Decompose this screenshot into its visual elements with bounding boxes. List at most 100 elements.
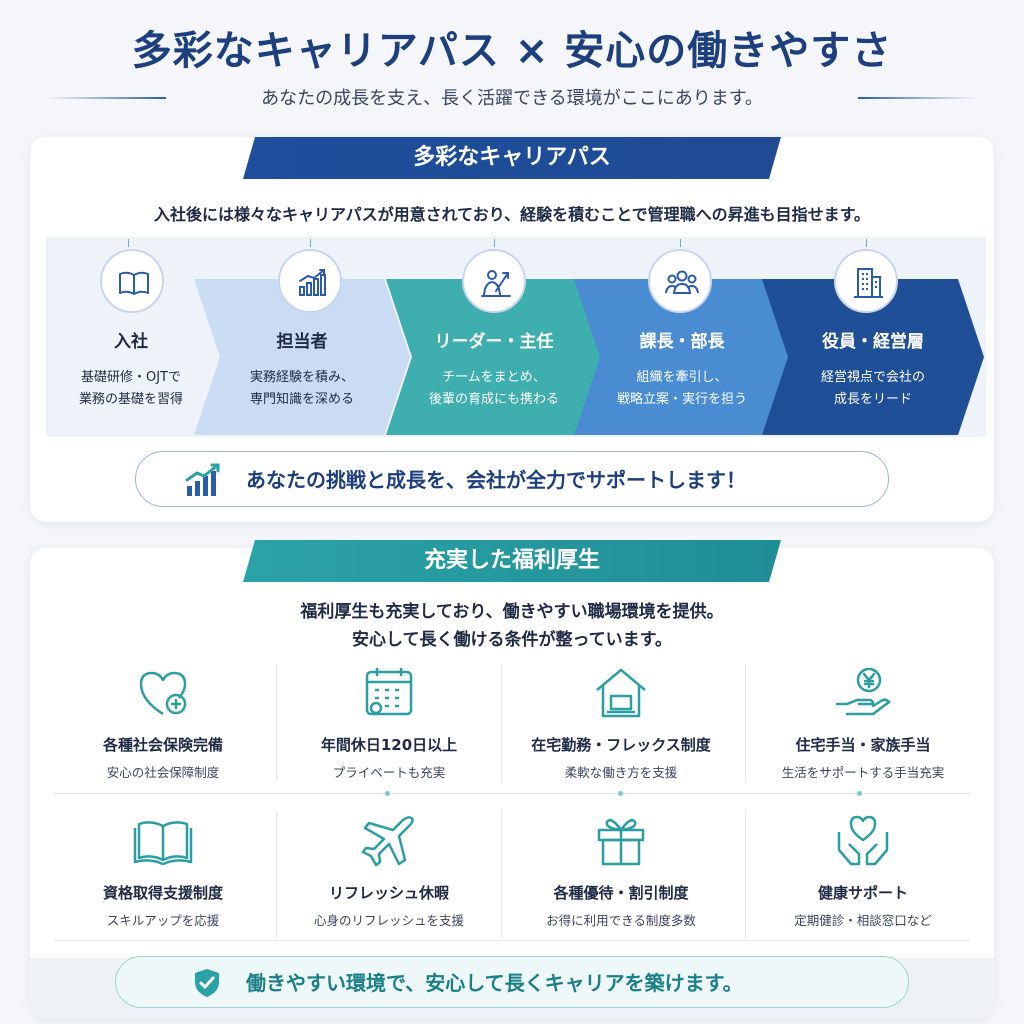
benefit-social-insurance: 各種社会保険完備 安心の社会保障制度 xyxy=(50,664,276,788)
benefit-desc: 安心の社会保障制度 xyxy=(106,765,220,780)
grid-divider xyxy=(501,810,502,938)
hands-heart-icon xyxy=(837,815,889,866)
grid-dot xyxy=(385,791,390,796)
benefit-desc: 心身のリフレッシュを支援 xyxy=(313,913,464,928)
career-step-desc: 組織を牽引し、 戦略立案・実行を担う xyxy=(574,367,790,411)
career-step-desc-line: 戦略立案・実行を担う xyxy=(616,392,747,407)
career-step-desc-line: 成長をリード xyxy=(833,392,912,407)
career-path-card: 多彩なキャリアパス 入社後には様々なキャリアパスが用意されており、経験を積むこと… xyxy=(30,137,994,522)
career-step-desc-line: 専門知識を深める xyxy=(249,392,354,407)
benefit-desc: お得に利用できる制度多数 xyxy=(546,913,696,928)
chart-icon xyxy=(278,249,342,313)
step-marker xyxy=(494,239,495,247)
grid-divider xyxy=(276,664,277,782)
career-step-staff: 担当者 実務経験を積み、 専門知識を深める xyxy=(194,279,410,435)
subtitle-divider-right xyxy=(858,97,976,99)
benefit-desc: 定期健診・相談窓口など xyxy=(794,913,932,928)
career-step-title: 担当者 xyxy=(276,332,328,352)
career-step-desc-line: チームをまとめ、 xyxy=(442,370,546,385)
career-step-shape xyxy=(386,279,602,435)
subtitle-divider-left xyxy=(48,97,166,99)
step-marker xyxy=(680,239,681,247)
welfare-intro-line: 福利厚生も充実しており、働きやすい職場環境を提供。 xyxy=(300,602,724,622)
benefit-title: 各種優待・割引制度 xyxy=(553,884,689,902)
step-marker xyxy=(128,239,129,247)
welfare-intro: 福利厚生も充実しており、働きやすい職場環境を提供。 安心して長く働ける条件が整っ… xyxy=(30,598,994,654)
benefit-allowances: 住宅手当・家族手当 生活をサポートする手当充実 xyxy=(750,664,976,788)
calendar-icon xyxy=(365,668,413,716)
career-step-text: 課長・部長 組織を牽引し、 戦略立案・実行を担う xyxy=(574,279,790,435)
leader-icon xyxy=(462,249,526,313)
career-step-manager: 課長・部長 組織を牽引し、 戦略立案・実行を担う xyxy=(574,279,790,435)
career-step-text: 担当者 実務経験を積み、 専門知識を深める xyxy=(194,279,410,435)
career-step-title: 入社 xyxy=(114,332,148,352)
welfare-heading: 充実した福利厚生 xyxy=(243,540,781,582)
career-step-desc-line: 組織を牽引し、 xyxy=(636,370,728,385)
career-path-intro: 入社後には様々なキャリアパスが用意されており、経験を積むことで管理職への昇進も目… xyxy=(153,205,870,224)
career-step-shape xyxy=(194,279,410,435)
gift-icon xyxy=(597,819,645,866)
career-step-desc-line: 基礎研修・OJTで xyxy=(80,370,181,385)
benefit-desc: 生活をサポートする手当充実 xyxy=(781,765,945,780)
grid-divider xyxy=(501,664,502,782)
benefit-desc: 柔軟な働き方を支援 xyxy=(564,765,678,780)
step-marker xyxy=(866,239,867,247)
growth-chart-icon xyxy=(185,463,220,496)
career-step-text: 入社 基礎研修・OJTで 業務の基礎を習得 xyxy=(46,279,216,435)
grid-dot xyxy=(857,791,862,796)
benefit-refresh-leave: リフレッシュ休暇 心身のリフレッシュを支援 xyxy=(276,812,502,936)
page-subtitle-row: あなたの成長を支え、長く活躍できる環境がここにあります。 xyxy=(0,84,1024,112)
career-step-desc-line: 業務の基礎を習得 xyxy=(78,392,183,407)
welfare-intro-line: 安心して長く働ける条件が整っています。 xyxy=(352,630,672,650)
grid-divider xyxy=(276,810,277,938)
benefit-title: 健康サポート xyxy=(817,884,908,902)
grid-divider xyxy=(54,793,970,794)
career-step-shape xyxy=(762,279,984,435)
benefit-title: 年間休日120日以上 xyxy=(320,736,458,754)
support-message-banner: あなたの挑戦と成長を、会社が全力でサポートします！ xyxy=(135,451,889,507)
career-step-text: リーダー・主任 チームをまとめ、 後輩の育成にも携わる xyxy=(386,279,602,435)
grid-divider xyxy=(745,664,746,782)
career-step-desc-line: 経営視点で会社の xyxy=(820,370,925,385)
career-step-desc: 実務経験を積み、 専門知識を深める xyxy=(194,367,410,411)
yen-hand-icon xyxy=(835,667,891,716)
career-step-shape xyxy=(574,279,790,435)
page-subtitle: あなたの成長を支え、長く活躍できる環境がここにあります。 xyxy=(261,88,763,109)
career-path-heading: 多彩なキャリアパス xyxy=(243,137,781,179)
benefit-health-support: 健康サポート 定期健診・相談窓口など xyxy=(750,812,976,936)
career-step-executive: 役員・経営層 経営視点で会社の 成長をリード xyxy=(762,279,984,435)
benefit-title: 在宅勤務・フレックス制度 xyxy=(531,736,711,754)
welfare-card: 充実した福利厚生 福利厚生も充実しており、働きやすい職場環境を提供。 安心して長… xyxy=(30,548,994,1018)
support-message: あなたの挑戦と成長を、会社が全力でサポートします！ xyxy=(246,468,746,492)
grid-divider xyxy=(54,940,970,941)
benefit-holidays: 年間休日120日以上 プライベートも充実 xyxy=(276,664,502,788)
benefit-title: 各種社会保険完備 xyxy=(102,736,223,754)
home-laptop-icon xyxy=(596,668,646,718)
grid-divider xyxy=(745,810,746,938)
career-step-title: リーダー・主任 xyxy=(434,332,554,352)
book-icon xyxy=(100,249,164,313)
benefit-title: リフレッシュ休暇 xyxy=(328,884,449,902)
footer-message: 働きやすい環境で、安心して長くキャリアを築けます。 xyxy=(246,971,743,995)
benefit-title: 住宅手当・家族手当 xyxy=(795,736,931,754)
page-title: 多彩なキャリアパス × 安心の働きやすさ xyxy=(131,28,893,74)
career-step-desc-line: 実務経験を積み、 xyxy=(249,370,354,385)
career-step-text: 役員・経営層 経営視点で会社の 成長をリード xyxy=(762,279,984,435)
benefit-title: 資格取得支援制度 xyxy=(102,884,223,902)
career-step-title: 役員・経営層 xyxy=(822,332,924,352)
heart-plus-icon xyxy=(139,671,187,716)
team-icon xyxy=(648,249,712,313)
footer-message-banner: 働きやすい環境で、安心して長くキャリアを築けます。 xyxy=(115,956,909,1008)
benefit-discounts: 各種優待・割引制度 お得に利用できる制度多数 xyxy=(508,812,734,936)
shield-check-icon xyxy=(195,969,219,997)
open-book-icon xyxy=(133,821,193,866)
step-marker xyxy=(310,239,311,247)
career-step-desc: 基礎研修・OJTで 業務の基礎を習得 xyxy=(46,367,216,411)
benefit-remote-flex: 在宅勤務・フレックス制度 柔軟な働き方を支援 xyxy=(508,664,734,788)
building-icon xyxy=(834,249,898,313)
benefit-qualification-support: 資格取得支援制度 スキルアップを応援 xyxy=(50,812,276,936)
airplane-icon xyxy=(361,816,414,867)
career-step-desc: 経営視点で会社の 成長をリード xyxy=(762,367,984,411)
career-step-title: 課長・部長 xyxy=(639,332,725,352)
career-step-desc-line: 後輩の育成にも携わる xyxy=(428,392,559,407)
